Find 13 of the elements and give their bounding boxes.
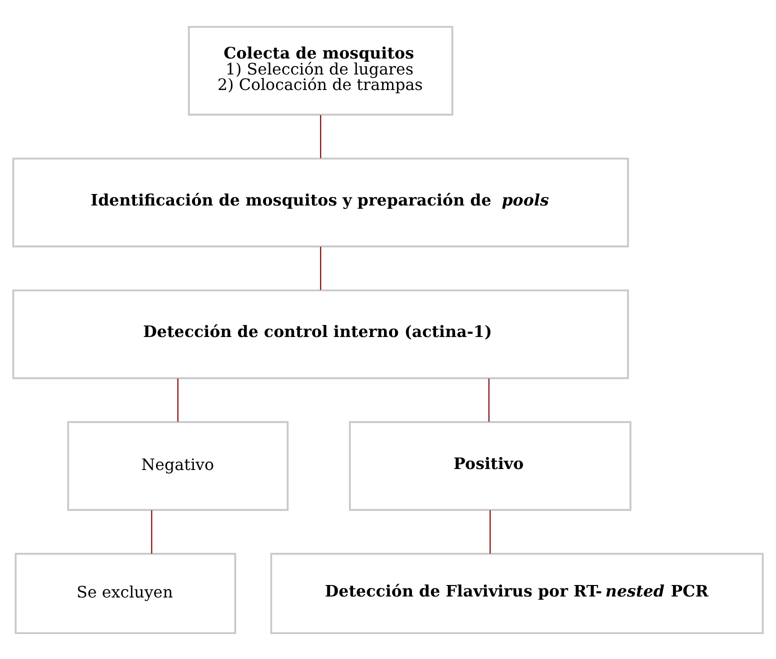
node-box: Negativo [67, 420, 289, 510]
connector [177, 378, 178, 422]
node-box: Detección de Flavivirus por RT-nested PCR [270, 552, 764, 634]
connector [488, 378, 490, 422]
connector [151, 510, 152, 554]
node-box: Positivo [348, 420, 632, 510]
node-box: Identificación de mosquitos y preparación de pools [12, 157, 629, 247]
node-box: Se excluyen [14, 552, 236, 634]
node-box: Detección de control interno (actina-1) [12, 288, 629, 379]
connector [320, 246, 322, 290]
connector [320, 114, 322, 158]
connector [490, 510, 491, 554]
node-box: Colecta de mosquitos 1) Selección de lugares 2) Colocación de trampas [188, 25, 454, 116]
